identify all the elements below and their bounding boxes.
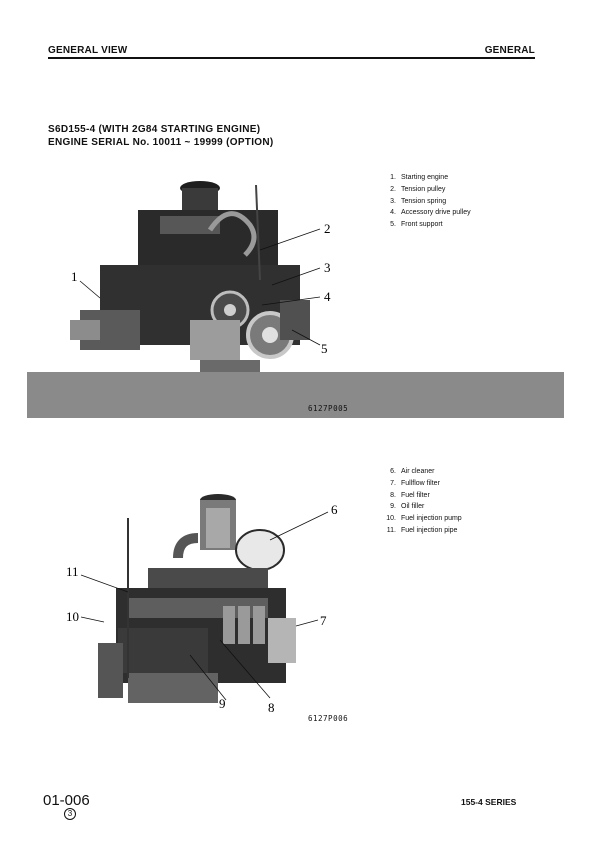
legend-item: 1.Starting engine [390,174,449,181]
page-number: 01-006 [43,792,90,809]
callout-1: 1 [71,269,78,284]
legend-item: 7.Fullflow filter [390,479,440,487]
legend-fig-2: 6.Air cleaner 7.Fullflow filter 8.Fuel f… [382,466,462,537]
callout-9: 9 [219,696,226,711]
legend-item: 9.Oil filler [390,503,425,511]
callout-4: 4 [324,289,331,304]
callout-10: 10 [66,609,79,624]
engine-photo-1 [70,181,310,400]
legend-item: 10.Fuel injection pump [386,515,462,523]
header-rule [48,57,535,59]
legend-item: 5.Front support [390,221,443,229]
legend-item: 11.Fuel injection pipe [386,526,458,534]
callout-3: 3 [324,260,331,275]
legend-item: 6.Air cleaner [390,468,435,475]
engine-photo-2 [98,494,296,703]
serial-title: ENGINE SERIAL No. 10011 ~ 19999 (OPTION) [48,137,274,148]
model-title: S6D155-4 (WITH 2G84 STARTING ENGINE) [48,124,261,135]
revision-mark: 3 [64,808,76,820]
figure-code-1: 6127P005 [308,404,349,413]
figure-code-2: 6127P006 [308,714,349,723]
legend-item: 2.Tension pulley [390,185,446,193]
legend-item: 3.Tension spring [390,197,447,205]
legend-item: 4.Accessory drive pulley [390,209,471,217]
legend-item: 8.Fuel filter [390,491,430,499]
legend-fig-1: 1.Starting engine 2.Tension pulley 3.Ten… [382,172,471,231]
callout-5: 5 [321,341,328,356]
callout-2: 2 [324,221,331,236]
section-header: GENERAL VIEW [48,45,128,56]
callout-11: 11 [66,564,79,579]
scan-shade-band [27,372,564,418]
callout-7: 7 [320,613,327,628]
callout-6: 6 [331,502,338,517]
callout-8: 8 [268,700,275,715]
chapter-header: GENERAL [484,45,535,56]
series-label: 155-4 SERIES [461,797,517,807]
engine-2-body [98,494,296,703]
engine-1-body [70,181,310,400]
